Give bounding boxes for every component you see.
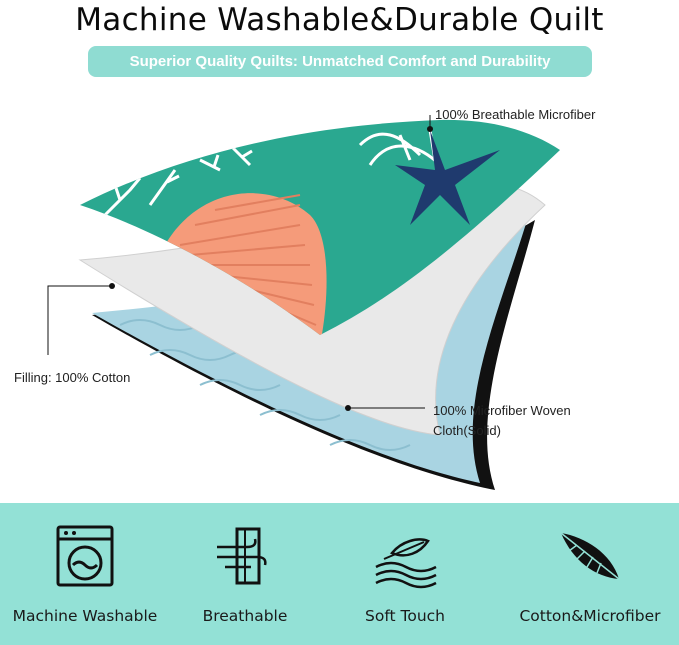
bottom-layer-callout-line2: Cloth(Solid) — [433, 423, 501, 438]
breathable-door-icon — [217, 527, 267, 585]
feather-waves-icon — [375, 538, 437, 589]
feature-label: Breathable — [202, 607, 288, 625]
feature-cotton-microfiber: Cotton&Microfiber — [505, 503, 675, 645]
feature-breathable: Breathable — [175, 503, 315, 645]
callout-lines — [47, 115, 433, 411]
top-layer-callout: 100% Breathable Microfiber — [435, 107, 596, 122]
feature-soft-touch: Soft Touch — [335, 503, 475, 645]
quilt-layers-illustration — [47, 115, 560, 490]
bottom-layer-callout-line1: 100% Microfiber Woven — [433, 403, 571, 418]
subtitle-banner: Superior Quality Quilts: Unmatched Comfo… — [88, 46, 592, 77]
top-printed-layer — [80, 119, 560, 335]
leaf-icon — [560, 532, 620, 580]
feature-label: Cotton&Microfiber — [519, 607, 661, 625]
feature-label: Soft Touch — [365, 607, 445, 625]
feature-band: Machine Washable Breathable Soft Touch C… — [0, 503, 679, 645]
washing-machine-icon — [56, 525, 114, 587]
filling-callout: Filling: 100% Cotton — [14, 370, 131, 385]
feature-label: Machine Washable — [12, 607, 158, 625]
feature-machine-washable: Machine Washable — [0, 503, 170, 645]
page-title: Machine Washable&Durable Quilt — [75, 2, 604, 38]
